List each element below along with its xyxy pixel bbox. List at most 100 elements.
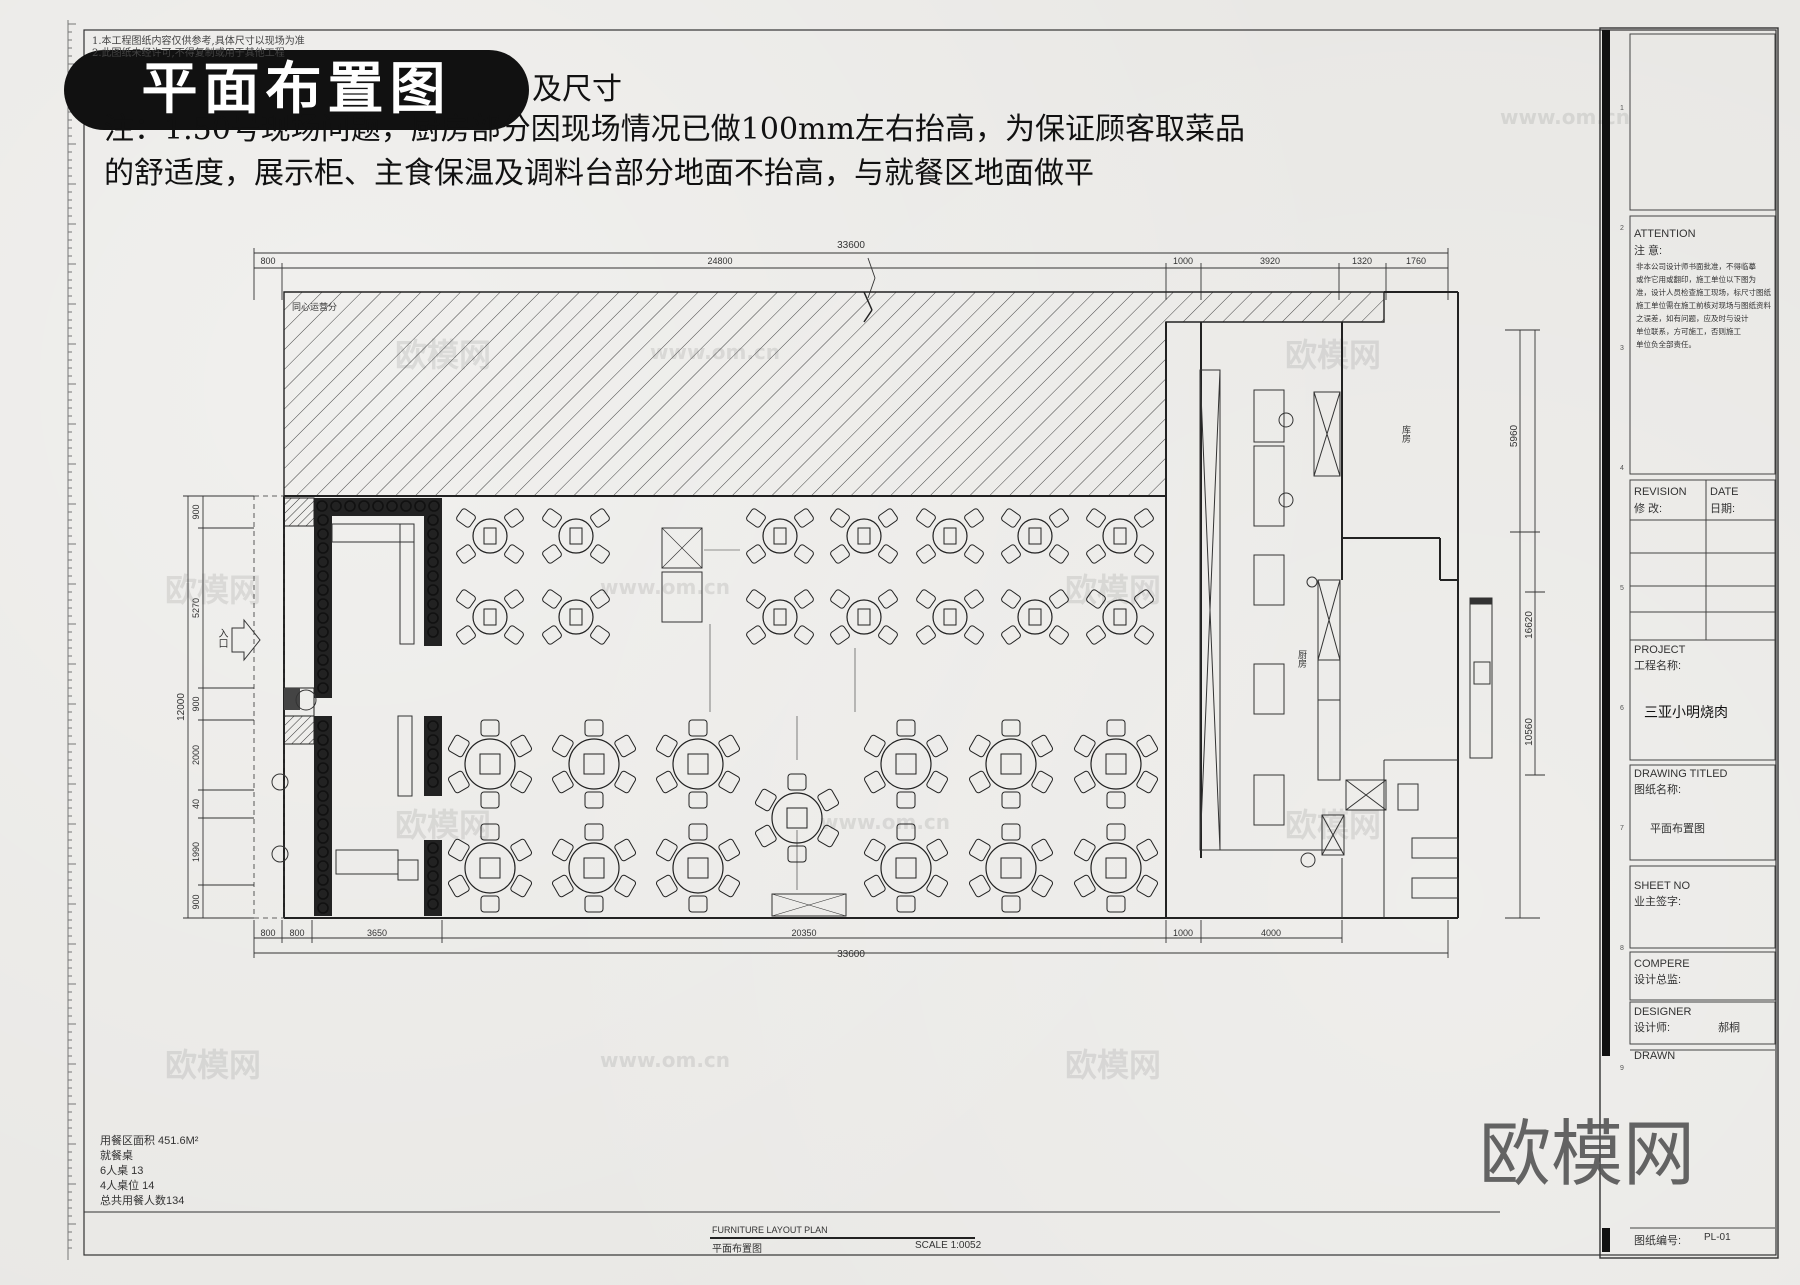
planter-leaf bbox=[427, 842, 439, 854]
planter-leaf bbox=[317, 682, 329, 694]
dimension-text: 900 bbox=[191, 696, 201, 711]
dimension-text: 3920 bbox=[1260, 256, 1280, 266]
six-seat-table bbox=[655, 719, 741, 809]
watermark: www.om.cn bbox=[600, 1048, 731, 1072]
row-marker: 9 bbox=[1620, 1065, 1624, 1072]
watermark: 欧模网 bbox=[1065, 1046, 1162, 1084]
planter-leaf bbox=[330, 500, 342, 512]
planter-leaf bbox=[427, 762, 439, 774]
dimension-text: 33600 bbox=[837, 949, 865, 960]
storage-label: 库房 bbox=[1401, 425, 1411, 443]
attention-en: ATTENTION bbox=[1634, 228, 1696, 240]
six-seat-table bbox=[655, 823, 741, 913]
planter-leaf bbox=[427, 856, 439, 868]
planter-leaf bbox=[317, 514, 329, 526]
planter-leaf bbox=[358, 500, 370, 512]
planter-leaf bbox=[317, 902, 329, 914]
dimension-text: 5270 bbox=[191, 598, 201, 618]
six-seat-table bbox=[1073, 823, 1159, 913]
stats-four-seat: 4人桌位 14 bbox=[100, 1180, 155, 1192]
attention-line: 单位联系，方可施工，否则施工 bbox=[1636, 327, 1741, 336]
drawing-no: PL-01 bbox=[1704, 1232, 1731, 1243]
dimension-text: 1990 bbox=[191, 842, 201, 862]
compere-en: COMPERE bbox=[1634, 958, 1690, 970]
four-seat-table bbox=[916, 508, 984, 564]
row-marker: 1 bbox=[1620, 105, 1624, 112]
drawing-no-label: 图纸编号: bbox=[1634, 1235, 1682, 1247]
four-seat-table bbox=[1001, 508, 1069, 564]
four-seat-table bbox=[1001, 589, 1069, 645]
notes-line-2: 的舒适度，展示柜、主食保温及调料台部分地面不抬高，与就餐区地面做平 bbox=[104, 156, 1094, 191]
planter-leaf bbox=[317, 668, 329, 680]
planter-leaf bbox=[427, 542, 439, 554]
stats-title: 就餐桌 bbox=[100, 1150, 133, 1162]
planter-leaf bbox=[317, 626, 329, 638]
planter-leaf bbox=[427, 626, 439, 638]
row-marker: 7 bbox=[1620, 825, 1624, 832]
planter-leaf bbox=[317, 818, 329, 830]
six-seat-table bbox=[551, 823, 637, 913]
planter-leaf bbox=[427, 898, 439, 910]
dimension-text: 1320 bbox=[1352, 256, 1372, 266]
sheet-en: SHEET NO bbox=[1634, 880, 1691, 892]
planter-leaf bbox=[317, 720, 329, 732]
planter-leaf bbox=[317, 528, 329, 540]
planter-leaf bbox=[317, 584, 329, 596]
planter-leaf bbox=[317, 612, 329, 624]
four-seat-table bbox=[746, 508, 814, 564]
planter-leaf bbox=[400, 500, 412, 512]
dimension-text: 20350 bbox=[791, 928, 816, 938]
notes-line-1: 注：1.50号现场问题，厨房部分因现场情况已做100mm左右抬高，为保证顾客取菜… bbox=[104, 112, 1245, 147]
dimension-text: 1000 bbox=[1173, 256, 1193, 266]
drawing-cn: 图纸名称: bbox=[1634, 784, 1682, 796]
plan-title-en: FURNITURE LAYOUT PLAN bbox=[712, 1225, 828, 1235]
dimension-text: 1760 bbox=[1406, 256, 1426, 266]
date-en: DATE bbox=[1710, 486, 1739, 498]
six-seat-table bbox=[863, 823, 949, 913]
planter-leaf bbox=[427, 748, 439, 760]
sheet-cn: 业主签字: bbox=[1634, 896, 1682, 908]
planter-leaf bbox=[317, 804, 329, 816]
planter-leaf bbox=[427, 734, 439, 746]
planter-leaf bbox=[427, 528, 439, 540]
planter-leaf bbox=[386, 500, 398, 512]
six-seat-table bbox=[447, 719, 533, 809]
drawn-en: DRAWN bbox=[1634, 1050, 1676, 1062]
four-seat-table bbox=[542, 508, 610, 564]
planter-leaf bbox=[317, 640, 329, 652]
planter-leaf bbox=[344, 500, 356, 512]
four-seat-table bbox=[1086, 508, 1154, 564]
planter-leaf bbox=[317, 832, 329, 844]
planter-leaf bbox=[427, 556, 439, 568]
dimension-text: 4000 bbox=[1261, 928, 1281, 938]
planter-leaf bbox=[317, 776, 329, 788]
planter-leaf bbox=[317, 734, 329, 746]
six-seat-table bbox=[551, 719, 637, 809]
dimension-text: 12000 bbox=[176, 693, 187, 721]
dimension-text: 3650 bbox=[367, 928, 387, 938]
six-seat-table bbox=[1073, 719, 1159, 809]
planter-leaf bbox=[316, 500, 328, 512]
dimension-text: 10560 bbox=[1524, 718, 1535, 746]
planter-leaf bbox=[427, 612, 439, 624]
dimension-text: 33600 bbox=[837, 240, 865, 251]
planter-leaf bbox=[427, 584, 439, 596]
dimension-text: 2000 bbox=[191, 745, 201, 765]
designer-en: DESIGNER bbox=[1634, 1006, 1692, 1018]
row-marker: 3 bbox=[1620, 345, 1624, 352]
attention-line: 之误差，如有问题，应及时与设计 bbox=[1636, 314, 1749, 323]
notes-small-2: 2.此图纸未经许可,不得复制或用于其他工程 bbox=[92, 48, 285, 59]
revision-cn: 修 改: bbox=[1634, 503, 1663, 515]
attention-cn: 注 意: bbox=[1634, 245, 1663, 257]
planter-leaf bbox=[414, 500, 426, 512]
attention-text: 非本公司设计师书面批准，不得临摹 或作它用或翻印，施工单位以下图为 准，设计人员… bbox=[1636, 260, 1772, 351]
stats-six-seat: 6人桌 13 bbox=[100, 1165, 144, 1177]
planter-leaf bbox=[427, 884, 439, 896]
project-name: 三亚小明烧肉 bbox=[1644, 704, 1728, 720]
designer-cn: 设计师: bbox=[1634, 1022, 1671, 1034]
stats-area: 用餐区面积 451.6M² bbox=[100, 1135, 199, 1147]
planter-leaf bbox=[317, 542, 329, 554]
kitchen-label: 厨房 bbox=[1297, 650, 1307, 668]
planter-leaf bbox=[317, 556, 329, 568]
